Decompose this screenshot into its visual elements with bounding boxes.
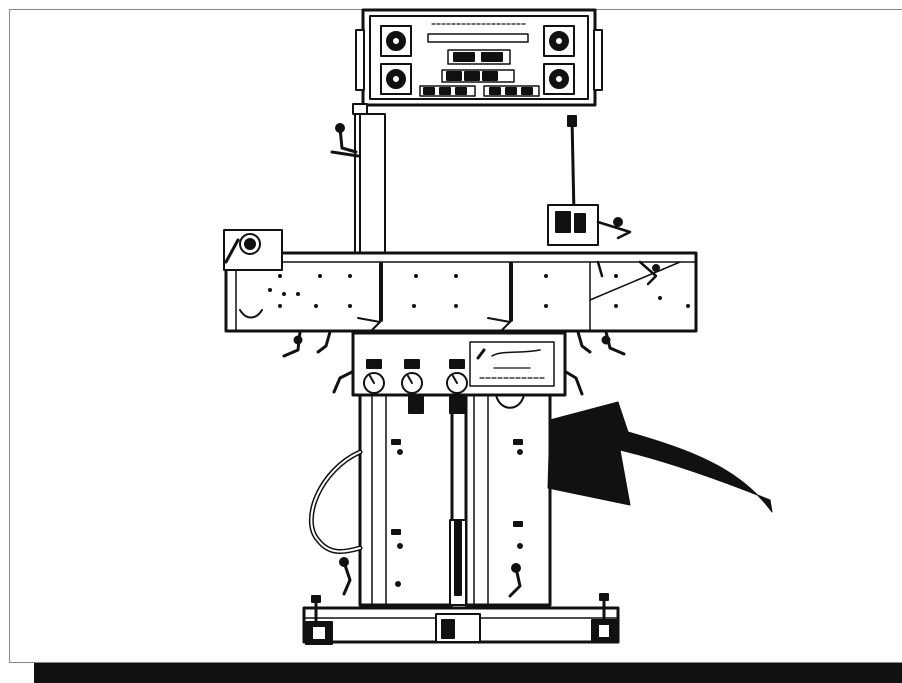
control-console xyxy=(355,8,603,107)
pointer-arrow-icon xyxy=(547,401,773,513)
machine-base xyxy=(302,593,620,645)
dial-icon xyxy=(543,25,575,57)
dial-icon xyxy=(543,63,575,95)
dial-icon xyxy=(380,63,412,95)
support-column xyxy=(330,103,386,255)
main-housing xyxy=(223,229,698,333)
gauge-panel xyxy=(332,331,584,397)
dial-icon xyxy=(380,25,412,57)
rivet-dots xyxy=(268,274,690,308)
air-hose-inner xyxy=(310,451,361,553)
probe-rod xyxy=(547,115,632,246)
lower-cabinet xyxy=(339,393,552,607)
bottom-bar xyxy=(34,663,902,683)
side-levers xyxy=(282,330,626,358)
air-hose xyxy=(308,449,363,554)
